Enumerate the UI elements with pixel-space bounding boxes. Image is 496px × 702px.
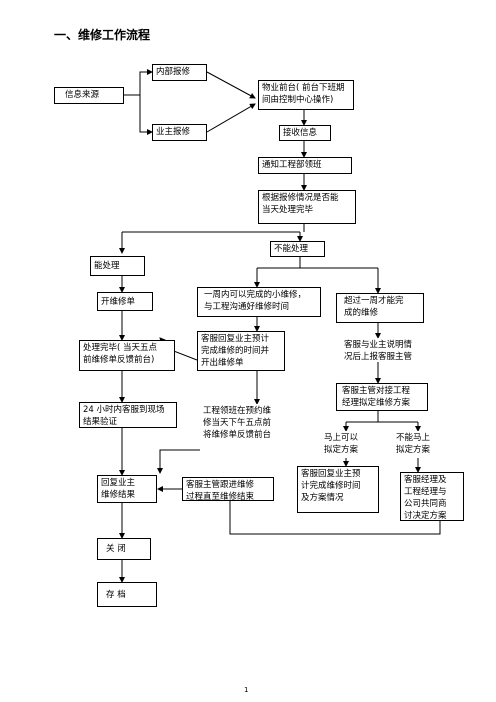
node-over-week: 超过一周才能完 成的维修 [336,293,424,323]
page-title: 一、维修工作流程 [54,28,151,42]
node-open-order: 开维修单 [97,292,153,311]
node-supervisor-follow: 客服主管跟进维修 过程直至维修结束 [182,477,274,502]
node-front-desk: 物业前台( 前台下班期 间由控制中心操作) [258,80,354,110]
node-cs-explain: 客服与业主说明情 况后上报客服主管 [336,338,428,362]
node-receive-info: 接收信息 [279,125,331,141]
node-manager-joint: 客服经理及 工程经理与 公司共同商 讨决定方案 [400,472,464,521]
node-cs-estimate: 客服回复业主预计 完成维修的时间并 开出维修单 [197,331,285,371]
node-not-immediate-plan: 不能马上 拟定方案 [393,431,443,458]
node-reply-owner: 回复业主 维修结果 [97,475,157,503]
node-foreman-feedback: 工程领班在预约维 修当天下午五点前 将维修单反馈前台 [200,404,286,448]
node-close: 关 闭 [97,538,151,560]
node-supervisor-contact: 客服主管对接工程 经理拟定维修方案 [336,383,428,411]
node-cs-reply-plan: 客服回复业主预 计完成维修时间 及方案情况 [297,466,379,513]
node-can-handle: 能处理 [90,256,145,276]
node-internal-report: 内部报修 [152,64,207,81]
node-immediate-plan: 马上可以 拟定方案 [321,431,371,458]
node-archive: 存 档 [97,582,157,607]
node-visit-24h: 24 小时内客服到现场 结果验证 [79,402,177,428]
node-info-source: 信息来源 [54,87,124,104]
node-owner-report: 业主报修 [152,124,207,141]
page-number: 1 [244,686,249,694]
node-notify-team: 通知工程部领班 [258,157,352,174]
node-done-report: 处理完毕( 当天五点 前维修单反馈前台) [79,340,175,371]
node-cannot-handle: 不能处理 [270,241,325,257]
node-judge-today: 根据报修情况是否能 当天处理完毕 [258,190,356,224]
node-within-week: 一周内可以完成的小维修， 与工程沟通好维修时间 [197,287,321,317]
